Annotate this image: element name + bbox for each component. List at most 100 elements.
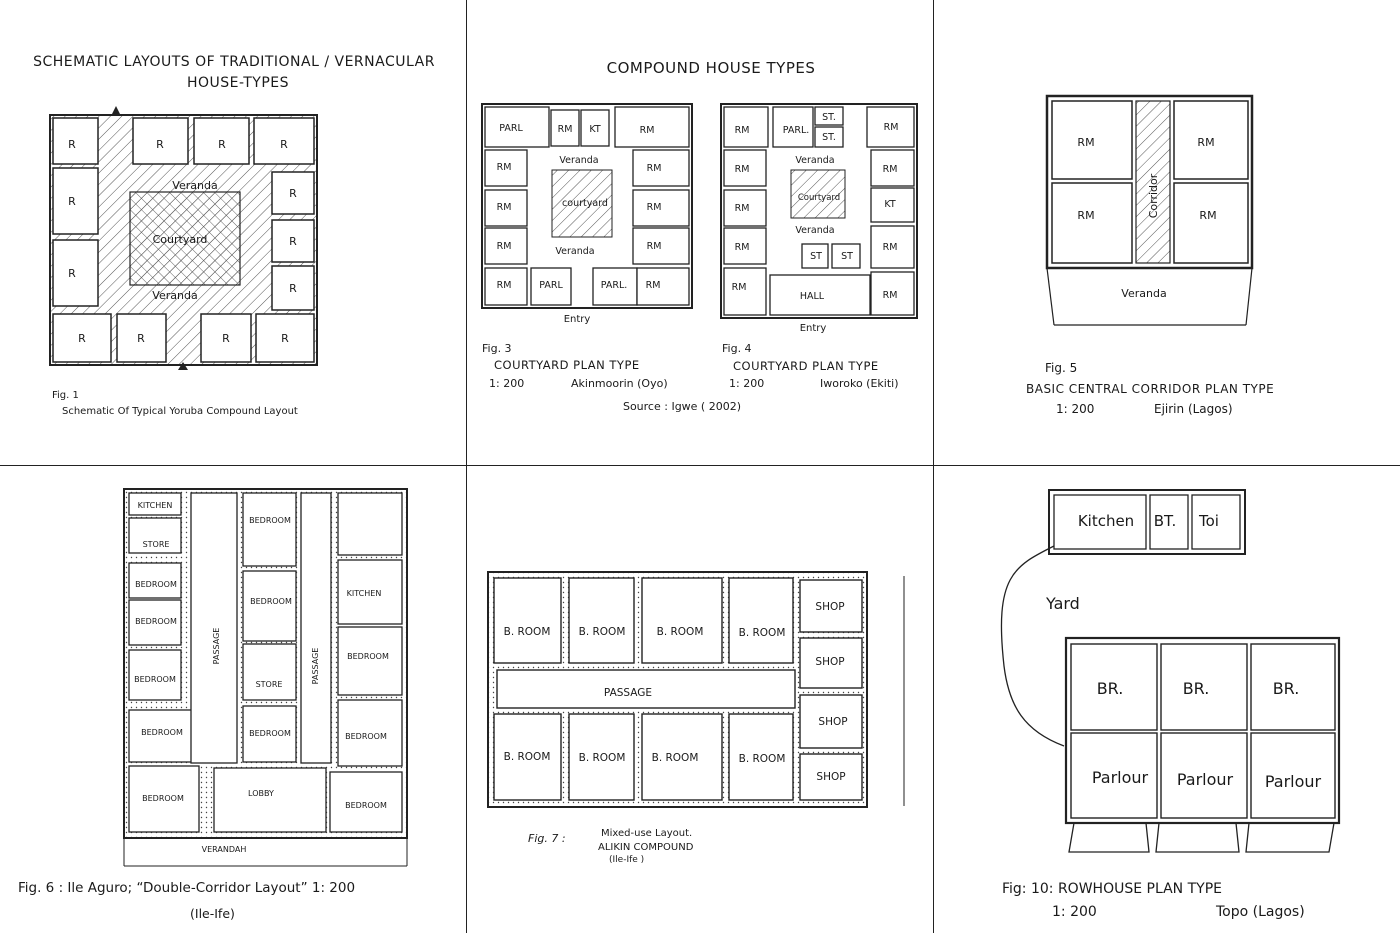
fig4-st-small: ST — [841, 251, 853, 262]
fig4-scale: 1: 200 — [729, 377, 764, 390]
fig6-bedroom: BEDROOM — [135, 617, 177, 626]
fig10-fig-label: Fig: 10: ROWHOUSE PLAN TYPE — [1002, 881, 1222, 897]
panel-fig10: Kitchen BT. Toi Yard BR. BR. BR. Parlour… — [934, 466, 1400, 933]
fig5-fig-label: Fig. 5 — [1045, 361, 1077, 375]
fig10-drawing: Kitchen BT. Toi Yard BR. BR. BR. Parlour… — [1000, 489, 1341, 920]
fig7-broom: B. ROOM — [504, 626, 551, 638]
fig6-bedroom: BEDROOM — [345, 732, 387, 741]
fig7-drawing: B. ROOM B. ROOM B. ROOM B. ROOM B. ROOM … — [487, 571, 905, 865]
fig7-broom: B. ROOM — [579, 752, 626, 764]
fig5-drawing: RM RM RM RM Corridor Veranda Fig. 5 BASI… — [1026, 94, 1274, 416]
panel-fig7: B. ROOM B. ROOM B. ROOM B. ROOM B. ROOM … — [467, 466, 933, 933]
fig4-rm: RM — [735, 125, 750, 136]
fig5-rm: RM — [1077, 136, 1094, 149]
fig10-parlour: Parlour — [1177, 770, 1234, 789]
fig4-plan-type: COURTYARD PLAN TYPE — [733, 359, 879, 373]
fig4-courtyard: Courtyard — [798, 193, 840, 203]
fig1-room-label: R — [68, 138, 76, 151]
fig1-room-label: R — [156, 138, 164, 151]
fig1-room-label: R — [289, 282, 297, 295]
fig10-br: BR. — [1097, 679, 1124, 698]
fig7-broom: B. ROOM — [652, 752, 699, 764]
fig7-broom: B. ROOM — [504, 751, 551, 763]
fig5-place: Ejirin (Lagos) — [1154, 402, 1233, 416]
fig4-fig-label: Fig. 4 — [722, 342, 752, 355]
fig7-shop: SHOP — [818, 716, 847, 728]
fig3-courtyard: courtyard — [562, 198, 608, 209]
fig7-passage: PASSAGE — [604, 687, 652, 699]
fig5-rm: RM — [1077, 209, 1094, 222]
grid-line-h — [0, 465, 1400, 466]
fig1-room-label: R — [289, 235, 297, 248]
fig1-caption: Schematic Of Typical Yoruba Compound Lay… — [62, 406, 298, 417]
fig10-bt: BT. — [1154, 512, 1176, 530]
fig5-corridor: Corridor — [1147, 173, 1160, 218]
fig3-fig-label: Fig. 3 — [482, 342, 512, 355]
fig3-veranda-top: Veranda — [559, 155, 598, 166]
fig4-st-small: ST — [810, 251, 822, 262]
fig34-title: COMPOUND HOUSE TYPES — [607, 59, 816, 77]
fig3-rm: RM — [497, 280, 512, 291]
fig1-fig-label: Fig. 1 — [52, 390, 79, 401]
fig4-rm: RM — [884, 122, 899, 133]
fig3-parl-bottom-2: PARL. — [601, 280, 628, 291]
fig34-drawing: COMPOUND HOUSE TYPES PAR — [481, 59, 918, 413]
fig6-kitchen: KITCHEN — [347, 589, 382, 598]
fig3-veranda-bottom: Veranda — [555, 246, 594, 257]
fig7-broom: B. ROOM — [657, 626, 704, 638]
fig10-parlour: Parlour — [1265, 772, 1322, 791]
fig6-bedroom: BEDROOM — [345, 801, 387, 810]
fig6-bedroom: BEDROOM — [250, 597, 292, 606]
fig3-rm: RM — [646, 280, 661, 291]
fig10-scale: 1: 200 — [1052, 904, 1097, 920]
fig3-rm: RM — [497, 202, 512, 213]
fig1-room-label: R — [218, 138, 226, 151]
fig1-room-label: R — [222, 332, 230, 345]
panel-fig5: RM RM RM RM Corridor Veranda Fig. 5 BASI… — [934, 0, 1400, 465]
fig5-rm: RM — [1199, 209, 1216, 222]
panel-fig6: KITCHEN STORE BEDROOM BEDROOM BEDROOM BE… — [0, 466, 466, 933]
grid-line-v2 — [933, 0, 934, 933]
fig6-passage: PASSAGE — [311, 648, 320, 685]
fig3-rm: RM — [647, 241, 662, 252]
fig3-rm: RM — [497, 162, 512, 173]
fig6-kitchen: KITCHEN — [138, 501, 173, 510]
fig3-rm: RM — [647, 202, 662, 213]
fig10-parlour: Parlour — [1092, 768, 1149, 787]
fig6-store: STORE — [143, 540, 170, 549]
fig4-veranda-bottom: Veranda — [795, 225, 834, 236]
fig1-room-label: R — [280, 138, 288, 151]
fig6-bedroom: BEDROOM — [142, 794, 184, 803]
fig7-fig-label: Fig. 7 : — [528, 832, 566, 845]
fig4-st: ST. — [822, 112, 836, 123]
fig6-bedroom: BEDROOM — [134, 675, 176, 684]
fig3-plan-type: COURTYARD PLAN TYPE — [494, 358, 640, 372]
fig1-room-label: R — [137, 332, 145, 345]
fig7-shop: SHOP — [815, 601, 844, 613]
fig5-veranda: Veranda — [1121, 287, 1166, 300]
fig10-yard: Yard — [1045, 594, 1080, 613]
fig1-room-label: R — [281, 332, 289, 345]
fig6-bedroom: BEDROOM — [347, 652, 389, 661]
fig3-rm: RM — [497, 241, 512, 252]
fig6-bedroom: BEDROOM — [141, 728, 183, 737]
panel-fig1: SCHEMATIC LAYOUTS OF TRADITIONAL / VERNA… — [0, 0, 466, 465]
fig1-room-label: R — [68, 267, 76, 280]
fig7-broom: B. ROOM — [739, 753, 786, 765]
fig4-rm: RM — [735, 242, 750, 253]
fig1-veranda-top: Veranda — [172, 179, 217, 192]
fig3-parl: PARL — [499, 123, 523, 134]
fig6-bedroom: BEDROOM — [135, 580, 177, 589]
fig4-veranda-top: Veranda — [795, 155, 834, 166]
fig6-drawing: KITCHEN STORE BEDROOM BEDROOM BEDROOM BE… — [18, 488, 408, 921]
fig4-entry: Entry — [800, 323, 827, 334]
fig1-courtyard-label: Courtyard — [153, 233, 208, 246]
fig4-rm: RM — [735, 164, 750, 175]
fig7-shop: SHOP — [816, 771, 845, 783]
fig6-bedroom: BEDROOM — [249, 729, 291, 738]
fig6-store: STORE — [256, 680, 283, 689]
fig10-br: BR. — [1183, 679, 1210, 698]
fig4-rm: RM — [883, 242, 898, 253]
fig10-toi: Toi — [1198, 512, 1219, 530]
